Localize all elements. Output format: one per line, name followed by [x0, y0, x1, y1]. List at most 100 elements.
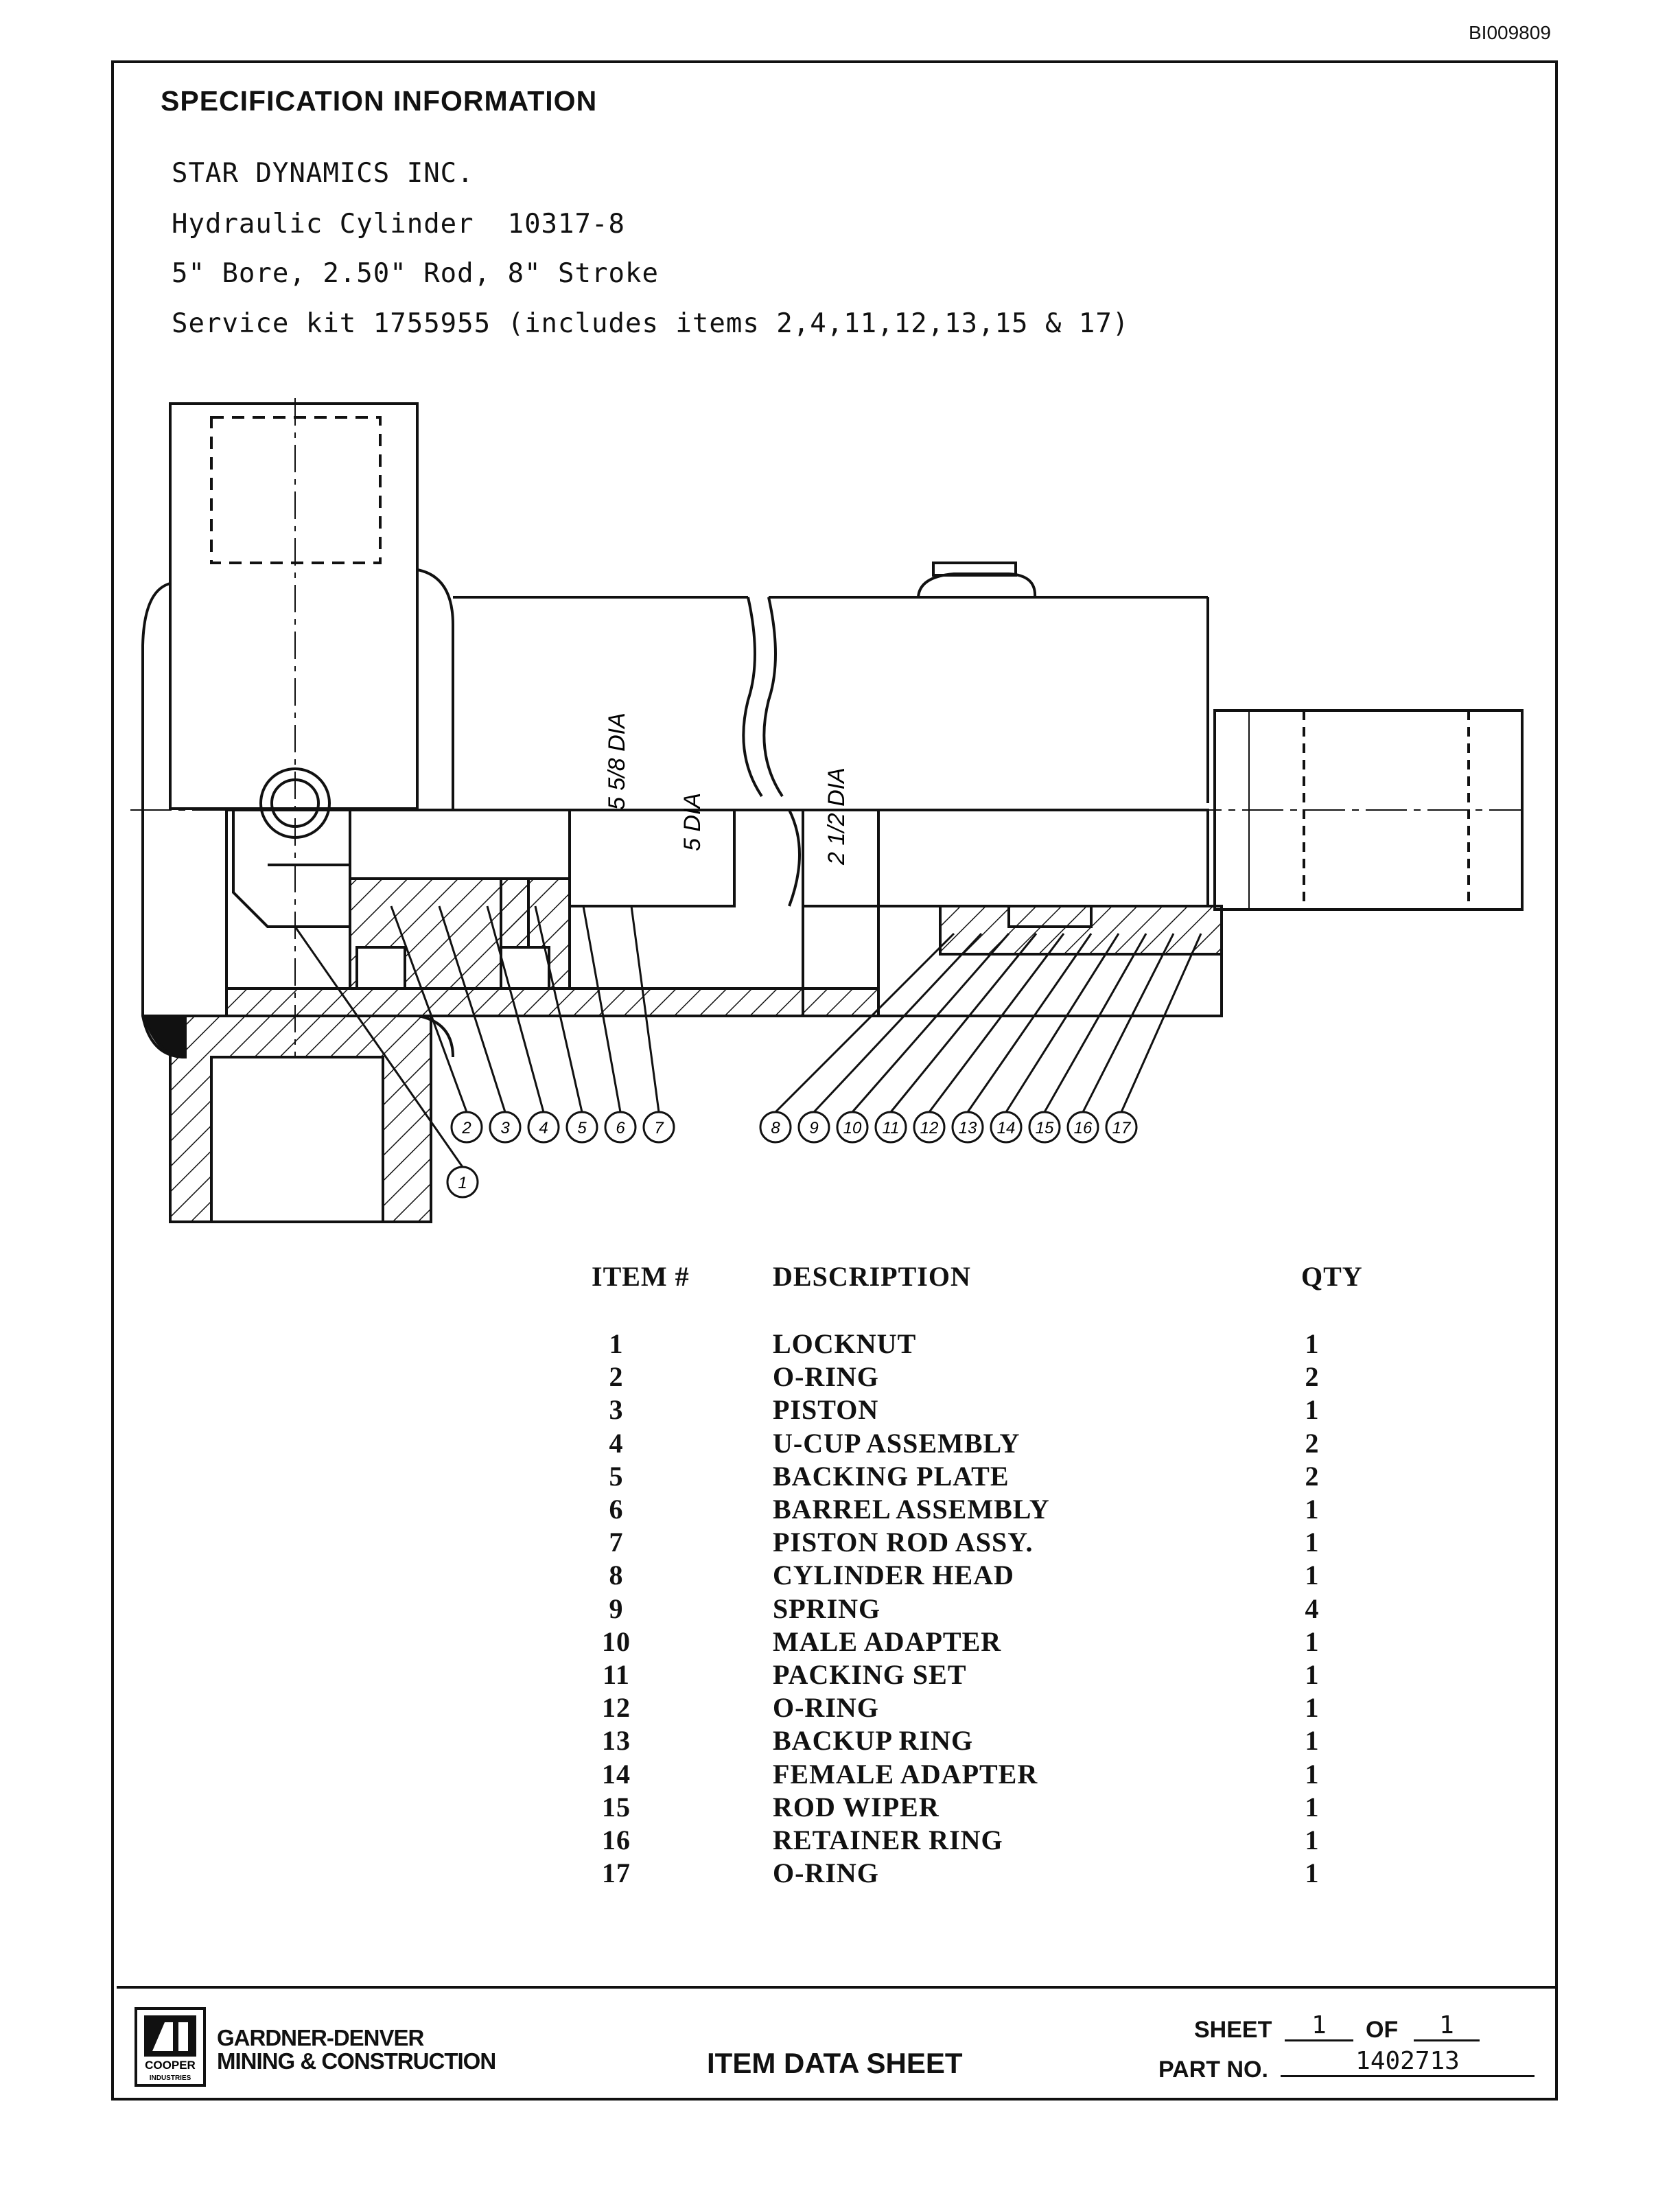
balloon-6	[604, 1111, 637, 1144]
balloon-4	[527, 1111, 560, 1144]
item-qty: 1	[1305, 1692, 1320, 1724]
balloon-11	[874, 1111, 907, 1144]
item-description: MALE ADAPTER	[773, 1625, 1002, 1657]
item-description: O-RING	[773, 1858, 879, 1889]
leader-line-14	[1005, 933, 1120, 1113]
item-number: 16	[602, 1825, 631, 1855]
sheet-title: ITEM DATA SHEET	[707, 2047, 963, 2079]
balloon-label: 7	[654, 1119, 664, 1137]
item-qty: 1	[1305, 1394, 1320, 1426]
item-number: 14	[602, 1758, 631, 1790]
table-row: 16 RETAINER RING 1	[0, 1824, 1680, 1857]
leader-line-16	[1082, 933, 1175, 1113]
balloon-label: 17	[1112, 1119, 1132, 1137]
table-row: 9 SPRING 4	[0, 1593, 1680, 1625]
balloon-label: 12	[920, 1119, 939, 1137]
item-number: 5	[609, 1460, 624, 1492]
balloon-2	[450, 1111, 483, 1144]
dim-5: 5 DIA	[679, 793, 705, 851]
balloon-label: 6	[616, 1119, 625, 1137]
table-row: 7 PISTON ROD ASSY. 1	[0, 1526, 1680, 1559]
spec-model: Hydraulic Cylinder 10317-8	[172, 209, 625, 240]
balloon-label: 11	[883, 1119, 900, 1137]
balloon-7	[642, 1111, 675, 1144]
balloon-label: 4	[539, 1119, 548, 1137]
item-description: PISTON	[773, 1394, 879, 1426]
svg-text:INDUSTRIES: INDUSTRIES	[150, 2074, 191, 2082]
item-qty: 2	[1305, 1427, 1320, 1459]
part-number: 1402713	[1281, 2047, 1535, 2077]
item-qty: 1	[1305, 1758, 1320, 1790]
table-row: 3 PISTON 1	[0, 1393, 1680, 1426]
balloon-label: 5	[577, 1119, 587, 1137]
item-qty: 2	[1305, 1460, 1320, 1492]
item-qty: 1	[1305, 1825, 1320, 1855]
item-description: O-RING	[773, 1361, 879, 1393]
item-number: 4	[609, 1427, 624, 1459]
item-description: U-CUP ASSEMBLY	[773, 1427, 1020, 1459]
table-row: 4 U-CUP ASSEMBLY 2	[0, 1427, 1680, 1460]
svg-text:COOPER: COOPER	[145, 2059, 196, 2072]
balloon-10	[836, 1111, 869, 1144]
part-no-label: PART NO.	[1158, 2057, 1268, 2083]
of-label: OF	[1366, 2017, 1399, 2043]
item-number: 17	[602, 1858, 631, 1889]
leader-line-9	[813, 932, 983, 1113]
item-qty: 1	[1305, 1560, 1320, 1591]
item-number: 6	[609, 1494, 624, 1525]
balloon-13	[951, 1111, 984, 1144]
dim-2-1-2: 2 1/2 DIA	[824, 767, 850, 866]
item-qty: 1	[1305, 1527, 1320, 1558]
item-number: 12	[602, 1692, 631, 1724]
item-number: 3	[609, 1394, 624, 1426]
document-id: BI009809	[1469, 22, 1551, 43]
item-description: CYLINDER HEAD	[773, 1560, 1014, 1591]
balloon-label: 9	[809, 1119, 818, 1137]
item-number: 13	[602, 1725, 631, 1757]
balloon-3	[489, 1111, 522, 1144]
balloon-label: 13	[959, 1119, 977, 1137]
balloon-label: 14	[997, 1119, 1016, 1137]
balloon-label: 15	[1036, 1119, 1054, 1137]
leader-line-17	[1120, 933, 1202, 1113]
item-qty: 1	[1305, 1494, 1320, 1525]
item-description: SPRING	[773, 1593, 881, 1624]
item-number: 10	[602, 1625, 631, 1657]
leader-line-15	[1043, 933, 1147, 1113]
item-description: RETAINER RING	[773, 1825, 1003, 1855]
balloon-label: 3	[500, 1119, 510, 1137]
item-qty: 1	[1305, 1791, 1320, 1822]
leader-line-3	[438, 905, 506, 1113]
leader-line-4	[486, 905, 545, 1113]
item-description: LOCKNUT	[773, 1328, 917, 1359]
item-description: PISTON ROD ASSY.	[773, 1527, 1034, 1558]
item-number: 11	[603, 1659, 630, 1690]
item-number: 7	[609, 1527, 624, 1558]
leader-line-10	[851, 933, 1010, 1113]
piston-rod	[568, 809, 736, 907]
item-description: BACKING PLATE	[773, 1460, 1010, 1492]
item-qty: 4	[1305, 1593, 1320, 1624]
balloon-17	[1105, 1111, 1138, 1144]
company-division: MINING & CONSTRUCTION	[217, 2048, 496, 2074]
spec-title: SPECIFICATION INFORMATION	[161, 85, 598, 117]
dim-5-5-8: 5 5/8 DIA	[604, 713, 630, 810]
item-number: 9	[609, 1593, 624, 1624]
spec-service-kit: Service kit 1755955 (includes items 2,4,…	[172, 308, 1130, 339]
balloon-15	[1028, 1111, 1061, 1144]
balloon-8	[759, 1111, 792, 1144]
item-qty: 2	[1305, 1361, 1320, 1393]
document-frame	[111, 60, 1558, 2101]
balloon-label: 2	[461, 1119, 471, 1137]
balloon-1	[446, 1166, 479, 1199]
